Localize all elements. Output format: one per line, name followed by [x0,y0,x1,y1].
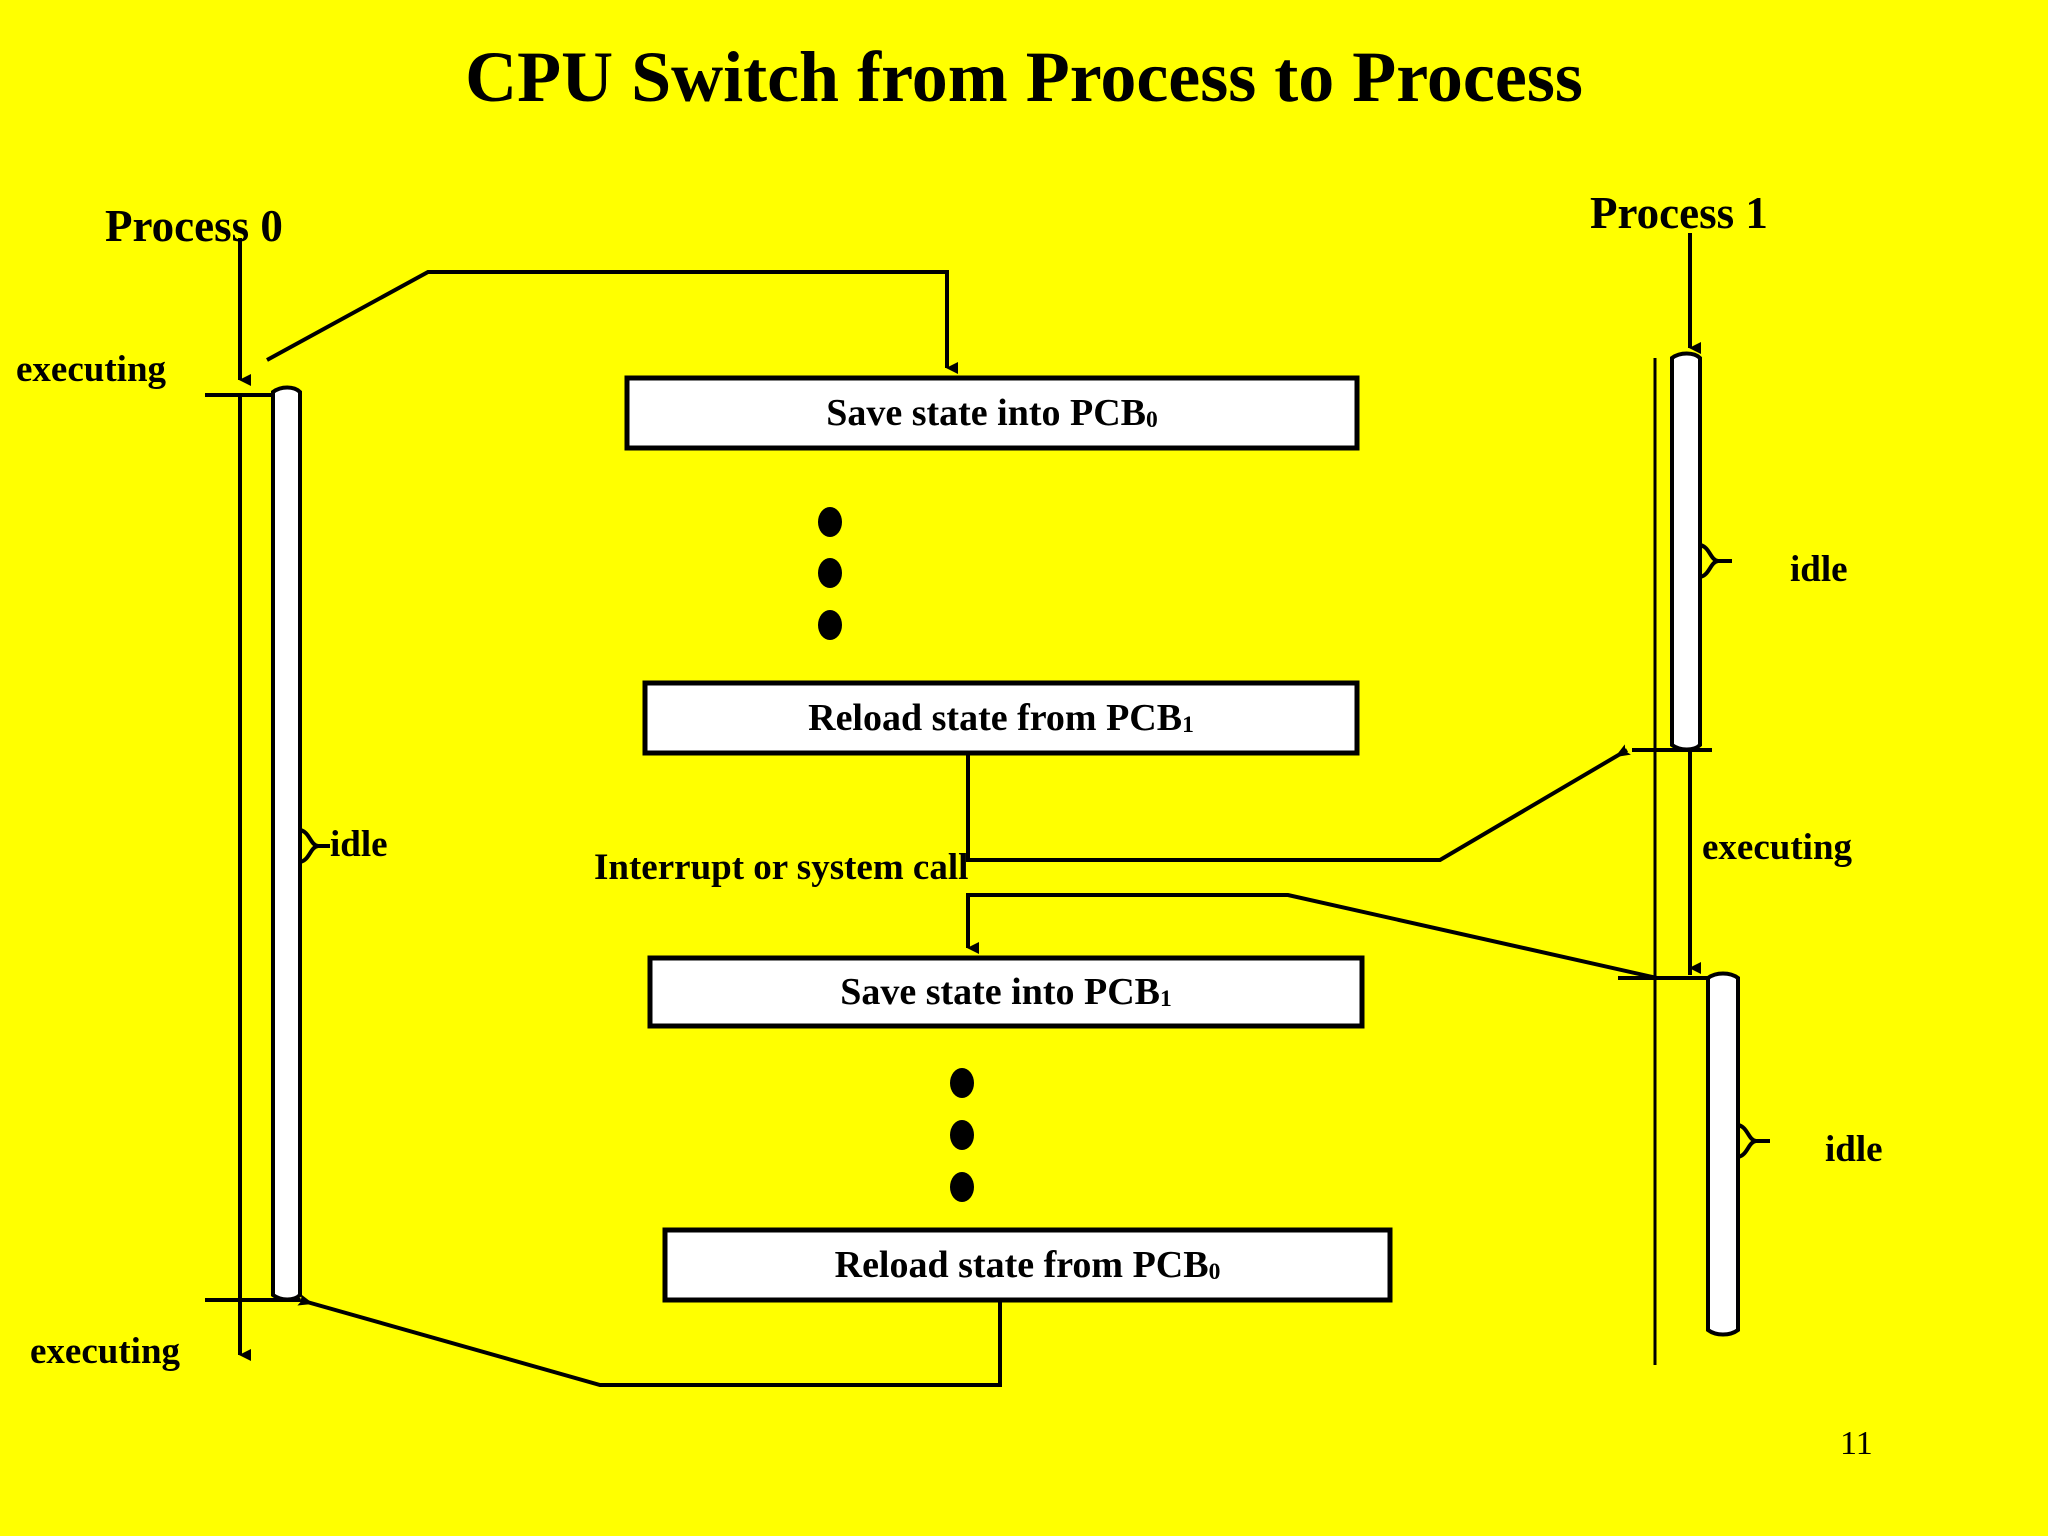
process1-idle-bar-top [1670,351,1732,752]
process0-idle-bar [271,385,330,1302]
process0-idle-brace [299,828,319,864]
ellipsis-dot [950,1172,974,1202]
process1-state-executing: executing [1702,827,1853,868]
connector-p1-interrupt-to-save-pcb1 [966,893,1658,980]
page-title: CPU Switch from Process to Process [465,37,1583,117]
ellipsis-dot [818,610,842,640]
ellipsis-dot [818,507,842,537]
ellipsis-dot [950,1068,974,1098]
box-save-pcb1 [647,955,1365,1029]
process0-state-executing-bottom: executing [30,1331,181,1372]
box-reload-pcb1 [642,680,1360,756]
process0-state-idle: idle [330,824,388,865]
process1-idle-brace-bottom [1737,1123,1757,1159]
connector-reload-pcb1-to-p1 [966,744,1631,862]
process1-idle-brace-top [1699,543,1719,579]
vertical-ellipsis-bottom [950,1068,974,1202]
vertical-ellipsis-top [818,507,842,640]
page-number: 11 [1840,1425,1873,1462]
process0-state-executing-top: executing [16,349,167,390]
process0-lifeline [205,238,300,1361]
box-reload-pcb0 [662,1227,1393,1303]
process1-name-label: Process 1 [1590,188,1768,238]
process1-idle-bar-top-shape [1670,351,1702,752]
process1-state-idle-bottom: idle [1825,1129,1883,1170]
process1-idle-bar-bottom [1706,971,1770,1337]
ellipsis-dot [818,558,842,588]
process1-idle-bar-bottom-shape [1706,971,1740,1337]
process0-name-label: Process 0 [105,201,283,251]
ellipsis-dot [950,1120,974,1150]
process1-state-idle-top: idle [1790,549,1848,590]
process1-lifeline [1618,233,1715,1365]
interrupt-annotation: Interrupt or system call [594,847,969,888]
connector-reload-pcb0-to-p0 [297,1293,1002,1387]
connector-p0-to-save-pcb0 [266,270,958,374]
process0-idle-bar-shape [271,385,302,1302]
box-save-pcb0 [624,375,1360,451]
